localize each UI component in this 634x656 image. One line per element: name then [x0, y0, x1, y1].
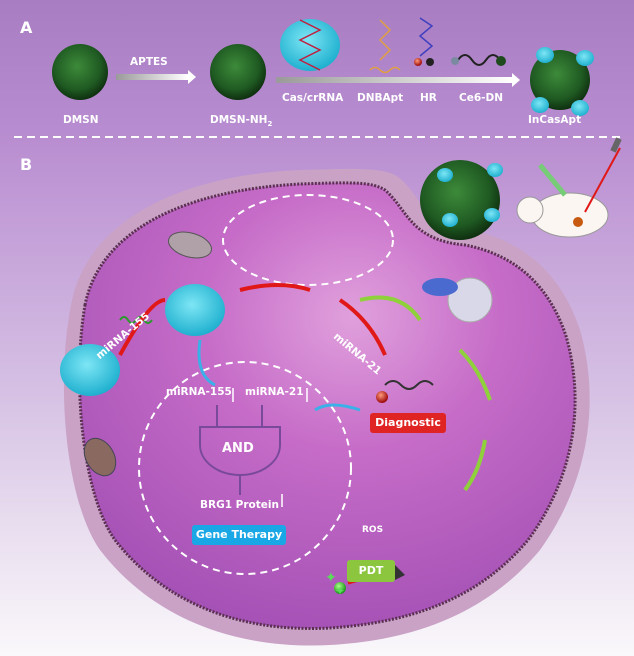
- mitochondrion-icon-2: [83, 437, 117, 477]
- crrna-strand: [298, 19, 322, 71]
- laser-beam-mouse: [584, 147, 621, 213]
- panel-b-label: B: [20, 155, 33, 174]
- pdt-badge: PDT: [347, 560, 395, 582]
- dmsn-nanoparticle: [52, 44, 108, 100]
- red-arrow-2: [239, 283, 311, 292]
- label-dmsn: DMSN: [63, 114, 99, 126]
- ce6-photosensitizer: [334, 582, 346, 594]
- hr-hairpin: [418, 17, 434, 57]
- label-dnbapt: DNBApt: [357, 92, 404, 104]
- tumor-site: [573, 217, 583, 227]
- label-aptes: APTES: [130, 56, 168, 68]
- label-hr: HR: [420, 92, 437, 104]
- entering-cas-1: [437, 168, 453, 182]
- ros-star-icon: ✦: [325, 570, 337, 586]
- label-ros: ROS: [362, 525, 384, 535]
- assembly-arrow: [276, 77, 512, 83]
- mirna155-strand: [119, 316, 153, 324]
- fluorophore-icon: [376, 391, 388, 403]
- entering-cas-2: [487, 163, 503, 177]
- nucleus-bowl-icon: [447, 277, 493, 323]
- red-arrow-1: [118, 298, 166, 356]
- aptes-arrowhead: [188, 70, 196, 84]
- golgi-icon: [422, 278, 458, 296]
- mirna21-duplex: [384, 380, 434, 390]
- logic-circle-outline: [138, 361, 352, 575]
- incasapt-cas-3: [531, 97, 549, 113]
- dmsn-nh2-nanoparticle: [210, 44, 266, 100]
- endosome-outline: [222, 194, 394, 286]
- cas-crrna-complex-active: [165, 284, 225, 336]
- ce6-dn-end-1: [451, 57, 459, 65]
- ce6-dn-end-2: [496, 56, 506, 66]
- green-arrow-2: [458, 348, 492, 401]
- mouse-icon: [531, 192, 609, 238]
- label-gate-input-1: miRNA-155: [166, 386, 232, 398]
- label-dmsn-nh2-main: DMSN-NH: [210, 114, 268, 126]
- label-ce6-dn: Ce6-DN: [459, 92, 503, 104]
- green-arrow-1: [359, 295, 422, 322]
- mitochondrion-icon: [168, 231, 212, 259]
- panel-a-label: A: [20, 18, 33, 37]
- label-and-gate: AND: [222, 441, 254, 456]
- ros-star-icon-2: ✦: [335, 584, 345, 598]
- syringe-icon: [538, 163, 567, 197]
- mouse-head: [516, 196, 544, 224]
- label-gate-input-2: miRNA-21: [245, 386, 304, 398]
- diagnostic-badge: Diagnostic: [370, 413, 446, 433]
- entering-cas-3: [442, 213, 458, 227]
- label-dmsn-nh2-sub: 2: [267, 120, 273, 129]
- label-brg1-protein: BRG1 Protein: [200, 499, 279, 511]
- entering-cas-4: [484, 208, 500, 222]
- dnbapt-strand: [369, 19, 401, 74]
- label-dmsn-nh2: DMSN-NH2: [210, 114, 272, 128]
- ce6-dn-strand: [457, 54, 501, 66]
- blue-arrow-2: [314, 403, 361, 412]
- incasapt-nanoparticle: [530, 50, 590, 110]
- hr-dot: [426, 58, 434, 66]
- and-gate-shape: [199, 426, 281, 476]
- incasapt-cas-2: [576, 50, 594, 66]
- assembly-arrowhead: [512, 73, 520, 87]
- green-arrow-3: [463, 439, 487, 492]
- laser-emitter-icon: [610, 137, 622, 153]
- aptes-arrow: [116, 74, 188, 80]
- blue-arrow-1: [197, 339, 216, 387]
- label-cas-crrna: Cas/crRNA: [282, 92, 344, 104]
- incasapt-cas-4: [571, 100, 589, 116]
- red-arrow-3: [338, 298, 387, 356]
- label-incasapt: InCasApt: [528, 114, 582, 126]
- cas-crrna-complex-inactive: [60, 344, 120, 396]
- incasapt-cas-1: [536, 47, 554, 63]
- gene-therapy-badge: Gene Therapy: [192, 525, 286, 545]
- hr-quencher: [414, 58, 422, 66]
